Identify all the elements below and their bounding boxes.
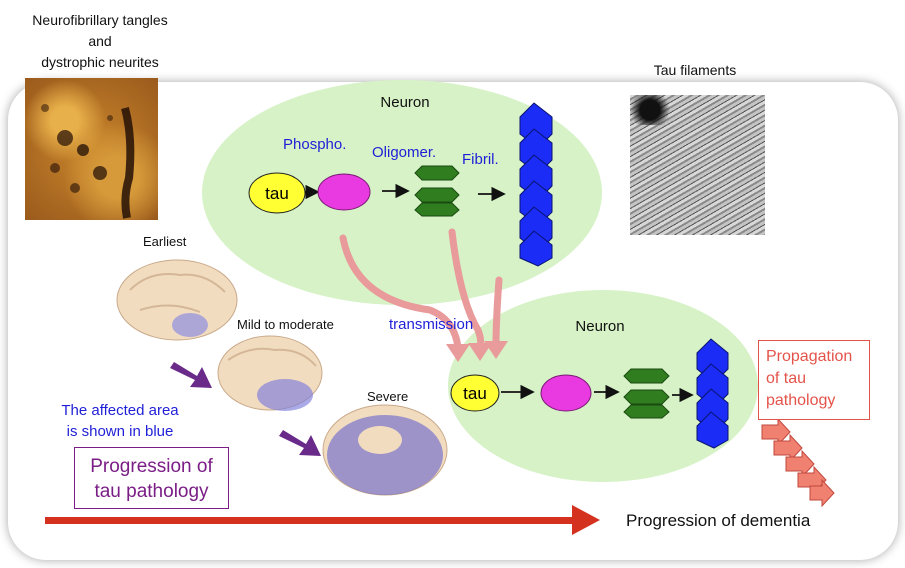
stage-severe-label: Severe [367, 389, 409, 404]
phospho-label: Phospho. [283, 136, 347, 153]
neuron-bottom-title: Neuron [575, 318, 625, 335]
brain-earliest [116, 259, 238, 341]
oligomer-label: Oligomer. [372, 144, 437, 161]
propagation-box: Propagation of tau pathology [758, 340, 870, 420]
dementia-label: Progression of dementia [626, 511, 811, 530]
oligomer-bottom [623, 368, 670, 419]
progression-tau-box: Progression of tau pathology [74, 447, 229, 509]
transmission-label: transmission [389, 316, 474, 333]
propagation-arrows [761, 417, 835, 508]
tau-label-bottom: tau [463, 384, 487, 403]
phospho-tau-top [317, 173, 371, 211]
nft-micrograph-detail [41, 104, 135, 219]
affected-area-note: The affected area is shown in blue [61, 402, 179, 440]
brain-mild [217, 335, 323, 411]
brain-severe [322, 404, 448, 496]
stage-mild-label: Mild to moderate [237, 317, 334, 332]
phospho-tau-bottom [540, 374, 592, 412]
tau-label-top: tau [265, 184, 289, 203]
tau-protein-top [248, 172, 306, 214]
fibril-label: Fibril. [462, 151, 499, 168]
oligomer-top [414, 165, 460, 217]
nft-caption: Neurofibrillary tangles and dystrophic n… [32, 12, 168, 70]
tau-filaments-caption: Tau filaments [653, 62, 737, 78]
tau-filaments-micrograph [630, 95, 765, 235]
stage-arrows [170, 362, 321, 456]
dementia-arrow [45, 505, 600, 535]
transmission-arrowheads [446, 341, 508, 362]
stage-earliest-label: Earliest [143, 234, 187, 249]
transmission-arrows [339, 228, 503, 352]
neuron-top-title: Neuron [380, 94, 430, 111]
fibril-top [519, 102, 553, 267]
nft-micrograph [25, 78, 158, 220]
fibril-bottom [696, 338, 729, 449]
tau-filaments-dark-corner [630, 95, 670, 125]
tau-protein-bottom [450, 374, 500, 412]
